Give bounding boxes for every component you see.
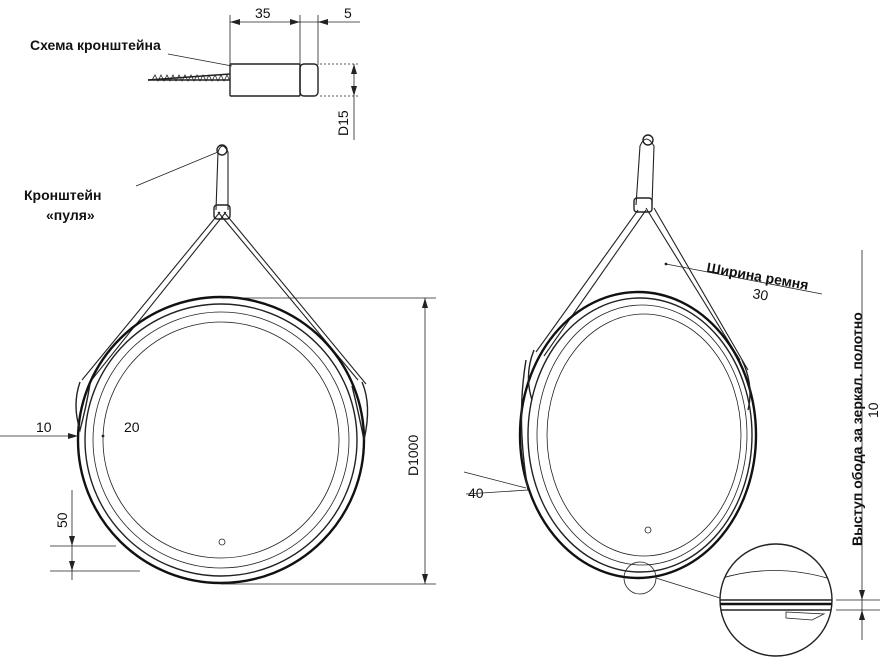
bracket-body bbox=[229, 63, 301, 97]
side-bracket-pin bbox=[642, 134, 654, 146]
screw-shape bbox=[147, 73, 231, 82]
protrusion-label: Выступ обода за зеркал. полотно bbox=[849, 312, 865, 546]
bracket-label-line2: «пуля» bbox=[46, 207, 95, 223]
side-depth-dim: 40 bbox=[468, 485, 484, 501]
bracket-cap-dim: 5 bbox=[344, 5, 352, 21]
front-light-band bbox=[92, 311, 350, 569]
side-view: Ширина ремня 30 40 Выступ обода за зерка… bbox=[463, 134, 880, 657]
front-diameter-dim: D1000 bbox=[405, 435, 421, 476]
strap-width-value: 30 bbox=[751, 285, 769, 303]
front-view: 10 20 50 D1000 Кронштейн «пуля» bbox=[0, 144, 436, 585]
detail-magnifier bbox=[719, 543, 833, 657]
side-mirror-rim bbox=[518, 290, 758, 580]
side-touch-sensor bbox=[644, 526, 652, 534]
front-strap-buckle bbox=[213, 204, 231, 220]
front-bottom-gap-dim: 50 bbox=[54, 512, 70, 528]
front-touch-sensor bbox=[218, 538, 226, 546]
bracket-detail: 35 5 D15 Схема кронштейна bbox=[30, 5, 360, 140]
bracket-scheme-title: Схема кронштейна bbox=[30, 37, 161, 53]
bracket-diameter-dim: D15 bbox=[335, 110, 351, 136]
front-side-offset-dim: 10 bbox=[36, 419, 52, 435]
front-bracket-pin bbox=[216, 144, 228, 156]
front-light-inset-dim: 20 bbox=[124, 419, 140, 435]
bracket-length-dim: 35 bbox=[255, 5, 271, 21]
bracket-cap bbox=[299, 63, 319, 97]
side-strap-buckle bbox=[633, 197, 653, 213]
bracket-label-line1: Кронштейн bbox=[24, 187, 101, 203]
front-mirror-rim bbox=[76, 295, 366, 585]
protrusion-value: 10 bbox=[865, 402, 880, 418]
